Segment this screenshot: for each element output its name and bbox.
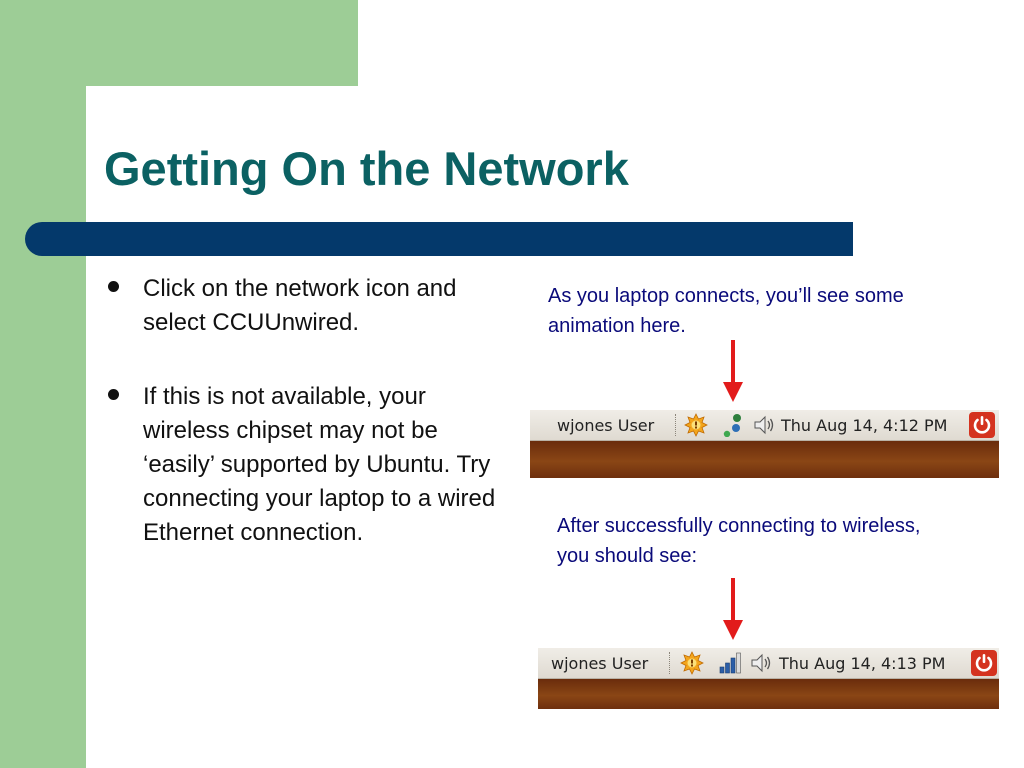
user-switcher[interactable]: wjones User <box>557 416 655 435</box>
note-connected: After successfully connecting to wireles… <box>557 515 921 567</box>
bullet-list: Click on the network icon and select CCU… <box>104 272 504 590</box>
volume-icon[interactable] <box>752 413 776 437</box>
gnome-panel-connecting: wjones User Thu Aug 14, 4:12 PM <box>530 410 999 478</box>
bullet-item: Click on the network icon and select CCU… <box>104 272 504 340</box>
title-underline-bar <box>25 222 853 256</box>
power-button[interactable] <box>969 412 995 438</box>
panel-clock[interactable]: Thu Aug 14, 4:13 PM <box>779 654 946 673</box>
bullet-item: If this is not available, your wireless … <box>104 380 504 550</box>
gnome-panel-connected: wjones User Thu Aug 14, 4:13 PM <box>538 648 999 709</box>
panel-separator <box>669 652 672 674</box>
desktop-background <box>538 679 999 709</box>
decor-green-strip <box>0 86 86 768</box>
desktop-background <box>530 441 999 478</box>
panel-bar <box>538 648 999 679</box>
red-arrow-down-icon <box>723 578 743 640</box>
bullet-text: Click on the network icon and select CCU… <box>143 275 457 336</box>
slide-title: Getting On the Network <box>104 142 629 195</box>
panel-separator <box>675 414 678 436</box>
note-connecting: As you laptop connects, you’ll see some … <box>548 285 904 337</box>
bullet-text: If this is not available, your wireless … <box>143 383 496 546</box>
power-icon <box>973 416 991 434</box>
panel-clock[interactable]: Thu Aug 14, 4:12 PM <box>781 416 948 435</box>
update-notifier-icon[interactable] <box>680 651 704 675</box>
decor-green-block <box>0 0 358 86</box>
bullet-dot <box>108 389 119 400</box>
user-switcher[interactable]: wjones User <box>551 654 649 673</box>
power-button[interactable] <box>971 650 997 676</box>
red-arrow-down-icon <box>723 340 743 402</box>
volume-icon[interactable] <box>749 651 773 675</box>
network-connecting-icon[interactable] <box>720 413 744 437</box>
power-icon <box>975 654 993 672</box>
bullet-dot <box>108 281 119 292</box>
wireless-signal-icon[interactable] <box>718 651 742 675</box>
update-notifier-icon[interactable] <box>684 413 708 437</box>
